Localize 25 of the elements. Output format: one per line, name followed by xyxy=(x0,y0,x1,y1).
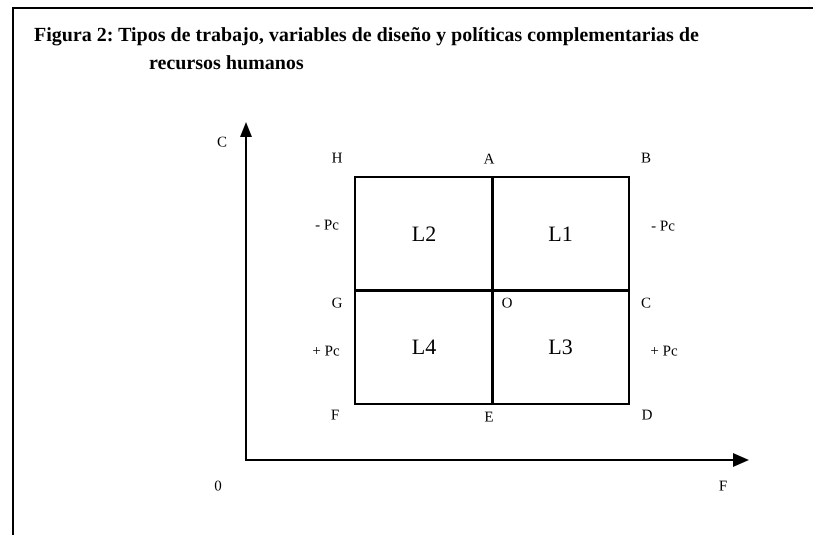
point-label: B xyxy=(641,150,651,168)
point-label: G xyxy=(332,296,342,312)
figure-title: Figura 2: Tipos de trabajo, variables de diseño y políticas complementarias de recursos humanos xyxy=(34,23,700,76)
quadrant-cell xyxy=(491,176,630,292)
point-label: E xyxy=(484,410,494,426)
point-label: O xyxy=(502,296,512,312)
quadrant-label: L4 xyxy=(412,334,436,360)
point-label: A xyxy=(484,152,494,168)
axis-label: F xyxy=(718,478,728,496)
quadrant-label: L2 xyxy=(412,221,436,247)
quadrant-label: L1 xyxy=(548,221,573,247)
side-label: + Pc xyxy=(650,344,678,360)
quadrant-label: L3 xyxy=(548,334,573,360)
side-label: + Pc xyxy=(312,344,340,360)
side-label: - Pc xyxy=(315,218,339,234)
point-label: F xyxy=(330,408,340,424)
axis-label: C xyxy=(217,134,227,152)
side-label: - Pc xyxy=(651,218,675,236)
point-label: H xyxy=(332,150,342,168)
quadrant-cell xyxy=(491,289,630,405)
quadrant-cell xyxy=(354,176,494,292)
point-label: C xyxy=(641,296,651,312)
point-label: D xyxy=(642,408,652,424)
quadrant-cell xyxy=(354,289,494,405)
axis-label: 0 xyxy=(214,478,222,496)
